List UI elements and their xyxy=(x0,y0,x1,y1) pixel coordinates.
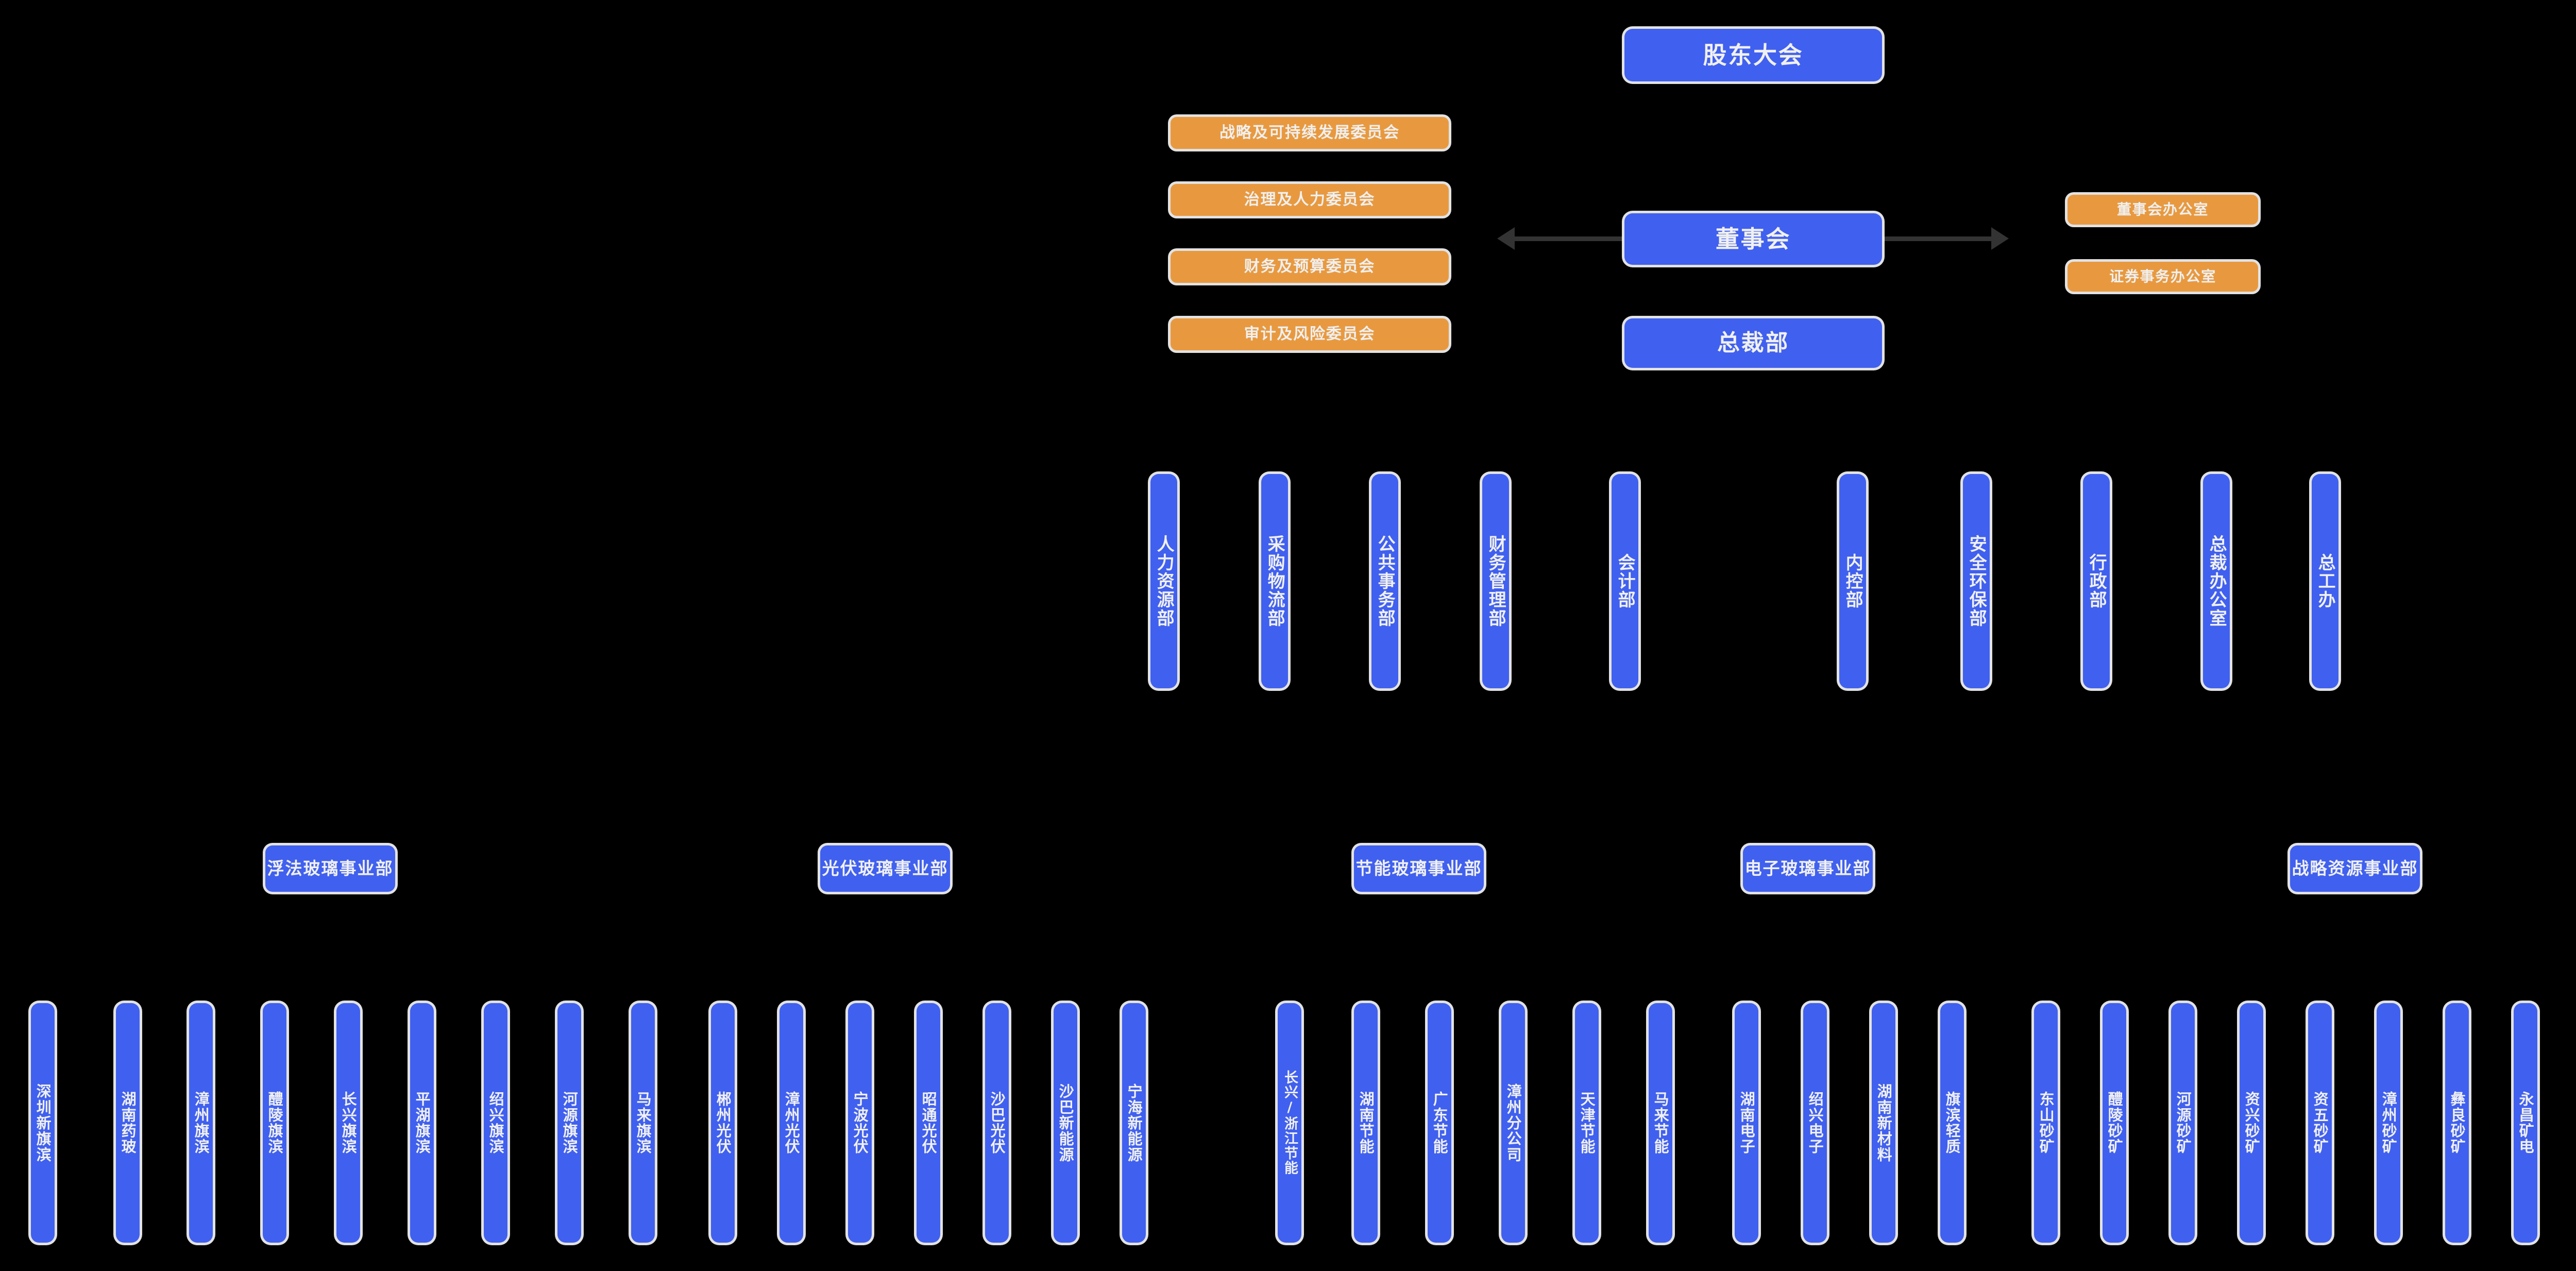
node-unit-chenzhou-pv[interactable]: 郴州光伏 xyxy=(711,1003,735,1243)
node-dept-president-office[interactable]: 总裁办公室 xyxy=(2203,474,2230,688)
node-securities-affairs-office[interactable]: 证券事务办公室 xyxy=(2067,262,2258,292)
node-unit-malaysia-energy-saving[interactable]: 马来节能 xyxy=(1649,1003,1672,1243)
node-unit-hunan-energy-saving[interactable]: 湖南节能 xyxy=(1354,1003,1378,1243)
node-division-strategic-resources[interactable]: 战略资源事业部 xyxy=(2290,845,2420,892)
node-unit-yiliang-sand-mine[interactable]: 彝良砂矿 xyxy=(2445,1003,2469,1243)
node-unit-zixing-sand-mine[interactable]: 资兴砂矿 xyxy=(2240,1003,2263,1243)
node-dept-public-affairs[interactable]: 公共事务部 xyxy=(1371,474,1398,688)
node-shareholders-meeting[interactable]: 股东大会 xyxy=(1624,29,1882,81)
node-unit-shenzhen-xinqibin[interactable]: 深圳新旗滨 xyxy=(31,1003,55,1243)
node-unit-ninghai-new-energy[interactable]: 宁海新能源 xyxy=(1122,1003,1146,1243)
node-unit-pinghu-qibin[interactable]: 平湖旗滨 xyxy=(410,1003,434,1243)
node-unit-hunan-yaobo[interactable]: 湖南药玻 xyxy=(116,1003,140,1243)
node-unit-zhangzhou-qibin[interactable]: 漳州旗滨 xyxy=(189,1003,213,1243)
node-dept-chief-engineer-office[interactable]: 总工办 xyxy=(2312,474,2338,688)
node-unit-qibin-lightweight[interactable]: 旗滨轻质 xyxy=(1940,1003,1964,1243)
node-unit-sabah-pv[interactable]: 沙巴光伏 xyxy=(985,1003,1009,1243)
node-dept-internal-control[interactable]: 内控部 xyxy=(1839,474,1866,688)
node-unit-changxing-qibin[interactable]: 长兴旗滨 xyxy=(336,1003,360,1243)
node-unit-heyuan-sand-mine[interactable]: 河源砂矿 xyxy=(2171,1003,2195,1243)
node-unit-ziwu-sand-mine[interactable]: 资五砂矿 xyxy=(2308,1003,2332,1243)
node-unit-zhangzhou-sand-mine[interactable]: 漳州砂矿 xyxy=(2377,1003,2400,1243)
board-right-arrowhead-icon xyxy=(1991,227,2009,250)
node-unit-ningbo-pv[interactable]: 宁波光伏 xyxy=(848,1003,872,1243)
node-division-energy-saving-glass[interactable]: 节能玻璃事业部 xyxy=(1354,845,1484,892)
node-unit-sabah-new-energy[interactable]: 沙巴新能源 xyxy=(1054,1003,1077,1243)
node-unit-dongshan-sand-mine[interactable]: 东山砂矿 xyxy=(2034,1003,2058,1243)
node-dept-accounting[interactable]: 会计部 xyxy=(1612,474,1638,688)
node-unit-malaysia-qibin[interactable]: 马来旗滨 xyxy=(631,1003,655,1243)
node-unit-zhaotong-pv[interactable]: 昭通光伏 xyxy=(917,1003,940,1243)
node-unit-shaoxing-qibin[interactable]: 绍兴旗滨 xyxy=(484,1003,507,1243)
node-dept-financial-management[interactable]: 财务管理部 xyxy=(1482,474,1509,688)
node-unit-hunan-electronics[interactable]: 湖南电子 xyxy=(1735,1003,1758,1243)
node-unit-zhangzhou-pv[interactable]: 漳州光伏 xyxy=(779,1003,803,1243)
board-left-connector xyxy=(1515,236,1623,241)
node-division-electronic-glass[interactable]: 电子玻璃事业部 xyxy=(1743,845,1873,892)
node-division-float-glass[interactable]: 浮法玻璃事业部 xyxy=(265,845,395,892)
node-unit-changxing-zhejiang-energy-saving[interactable]: 长兴/浙江节能 xyxy=(1278,1003,1301,1243)
node-unit-guangdong-energy-saving[interactable]: 广东节能 xyxy=(1428,1003,1451,1243)
node-committee-finance-budget[interactable]: 财务及预算委员会 xyxy=(1171,251,1449,283)
node-dept-administration[interactable]: 行政部 xyxy=(2083,474,2110,688)
node-dept-safety-environment[interactable]: 安全环保部 xyxy=(1963,474,1990,688)
node-unit-liling-sand-mine[interactable]: 醴陵砂矿 xyxy=(2103,1003,2126,1243)
node-division-photovoltaic-glass[interactable]: 光伏玻璃事业部 xyxy=(820,845,950,892)
node-committee-audit-risk[interactable]: 审计及风险委员会 xyxy=(1171,318,1449,350)
node-dept-procurement-logistics[interactable]: 采购物流部 xyxy=(1261,474,1288,688)
node-unit-liling-qibin[interactable]: 醴陵旗滨 xyxy=(263,1003,286,1243)
node-president-office[interactable]: 总裁部 xyxy=(1624,318,1882,368)
node-board-secretariat-office[interactable]: 董事会办公室 xyxy=(2067,195,2258,225)
board-right-connector xyxy=(1883,236,1991,241)
node-unit-tianjin-energy-saving[interactable]: 天津节能 xyxy=(1575,1003,1599,1243)
node-unit-hunan-new-materials[interactable]: 湖南新材料 xyxy=(1872,1003,1895,1243)
node-unit-heyuan-qibin[interactable]: 河源旗滨 xyxy=(557,1003,581,1243)
node-committee-strategy-sustainability[interactable]: 战略及可持续发展委员会 xyxy=(1171,117,1449,149)
node-dept-human-resources[interactable]: 人力资源部 xyxy=(1150,474,1177,688)
node-unit-yongchang-mining-power[interactable]: 永昌矿电 xyxy=(2514,1003,2537,1243)
node-unit-shaoxing-electronics[interactable]: 绍兴电子 xyxy=(1803,1003,1827,1243)
node-committee-governance-hr[interactable]: 治理及人力委员会 xyxy=(1171,184,1449,216)
board-left-arrowhead-icon xyxy=(1497,227,1515,250)
node-unit-zhangzhou-branch[interactable]: 漳州分公司 xyxy=(1501,1003,1525,1243)
node-board-of-directors[interactable]: 董事会 xyxy=(1624,213,1882,265)
